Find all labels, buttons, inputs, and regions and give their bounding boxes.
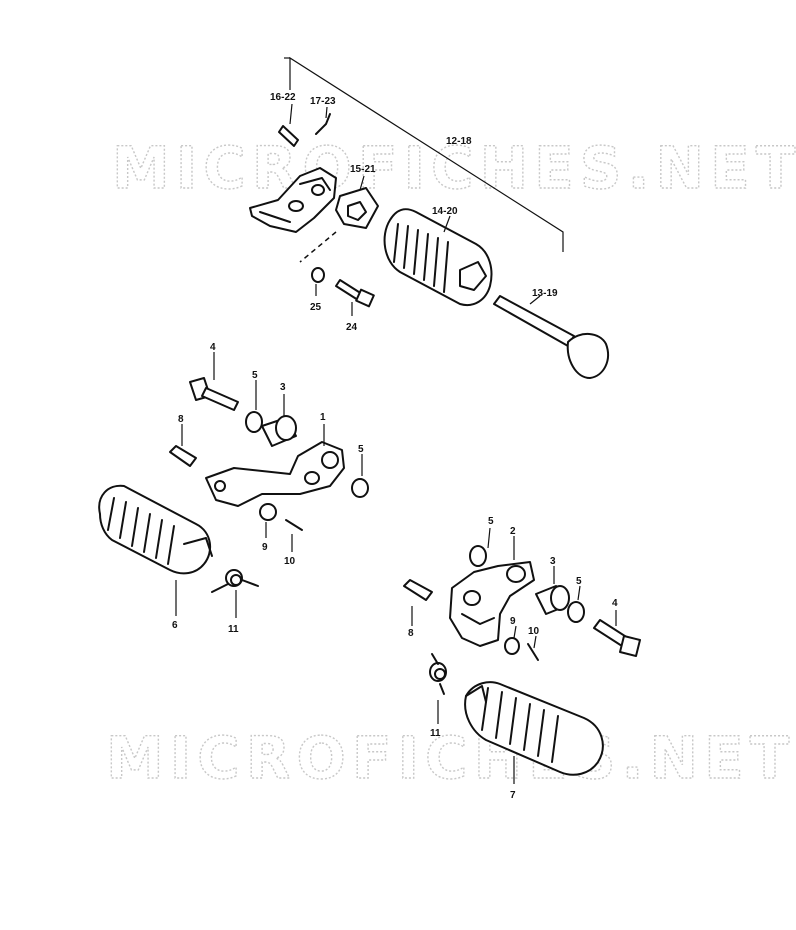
label-8-right: 8 (408, 628, 414, 639)
part-25-washer (311, 267, 325, 296)
part-15-21-plate (335, 175, 379, 229)
part-1-bracket (205, 424, 345, 507)
part-10-cotter-left (285, 519, 303, 552)
part-24-bolt (335, 279, 375, 316)
label-11-right: 11 (430, 728, 441, 739)
label-4-right: 4 (612, 598, 618, 609)
part-bracket-top (249, 167, 337, 233)
label-5-left-a: 5 (252, 370, 258, 381)
part-10-cotter-right (527, 635, 539, 661)
part-2-bracket (449, 536, 535, 647)
label-15-21: 15-21 (350, 164, 376, 175)
part-14-20-rubber (383, 208, 493, 306)
label-14-20: 14-20 (432, 206, 458, 217)
label-10-left: 10 (284, 556, 296, 567)
part-9-washer-left (259, 503, 277, 538)
assembly-bracket-12-18 (289, 56, 564, 252)
label-5-right-a: 5 (488, 516, 494, 527)
part-3-bushing-right (535, 566, 570, 615)
label-9-left: 9 (262, 542, 268, 553)
rear-footrest-assembly (249, 56, 609, 379)
label-10-right: 10 (528, 626, 540, 637)
label-3-right: 3 (550, 556, 556, 567)
part-5-washer-left-b (351, 454, 369, 498)
label-13-19: 13-19 (532, 288, 558, 299)
watermark-top: MICROFICHES.NET (112, 134, 796, 202)
part-8-pin-left (169, 424, 197, 467)
label-3-left: 3 (280, 382, 286, 393)
part-4-bolt-right (593, 610, 641, 657)
part-5-washer-left-a (245, 380, 263, 433)
assembly-guide-dashed (299, 231, 337, 263)
label-2: 2 (510, 526, 516, 537)
label-9-right: 9 (510, 616, 516, 627)
part-9-washer-right (504, 625, 520, 655)
part-16-22-pin (278, 103, 299, 147)
part-3-bushing-left (261, 394, 297, 447)
part-11-spring-left (211, 569, 259, 618)
part-5-washer-right-b (567, 585, 585, 623)
part-17-23-clip (315, 106, 331, 135)
part-7-footrest (464, 681, 604, 784)
watermark-bottom: MICROFICHES.NET (106, 724, 795, 792)
label-1: 1 (320, 412, 326, 423)
label-5-left-b: 5 (358, 444, 364, 455)
part-5-washer-right-a (469, 527, 491, 567)
label-5-right-b: 5 (576, 576, 582, 587)
label-12-18: 12-18 (446, 136, 472, 147)
label-4-left: 4 (210, 342, 216, 353)
part-6-footrest (98, 484, 213, 616)
label-7: 7 (510, 790, 516, 801)
label-6: 6 (172, 620, 178, 631)
part-13-19-pin (493, 295, 609, 379)
part-8-pin-right (403, 579, 433, 626)
left-footrest-assembly (98, 352, 369, 618)
label-11-left: 11 (228, 624, 239, 635)
right-footrest-assembly (403, 527, 641, 784)
part-4-bolt-left (189, 352, 239, 411)
label-8-left: 8 (178, 414, 184, 425)
label-17-23: 17-23 (310, 96, 336, 107)
part-labels: 16-22 17-23 12-18 15-21 14-20 13-19 25 2… (172, 92, 618, 801)
label-25: 25 (310, 302, 322, 313)
part-11-spring-right (429, 653, 447, 724)
label-16-22: 16-22 (270, 92, 296, 103)
label-24: 24 (346, 322, 358, 333)
